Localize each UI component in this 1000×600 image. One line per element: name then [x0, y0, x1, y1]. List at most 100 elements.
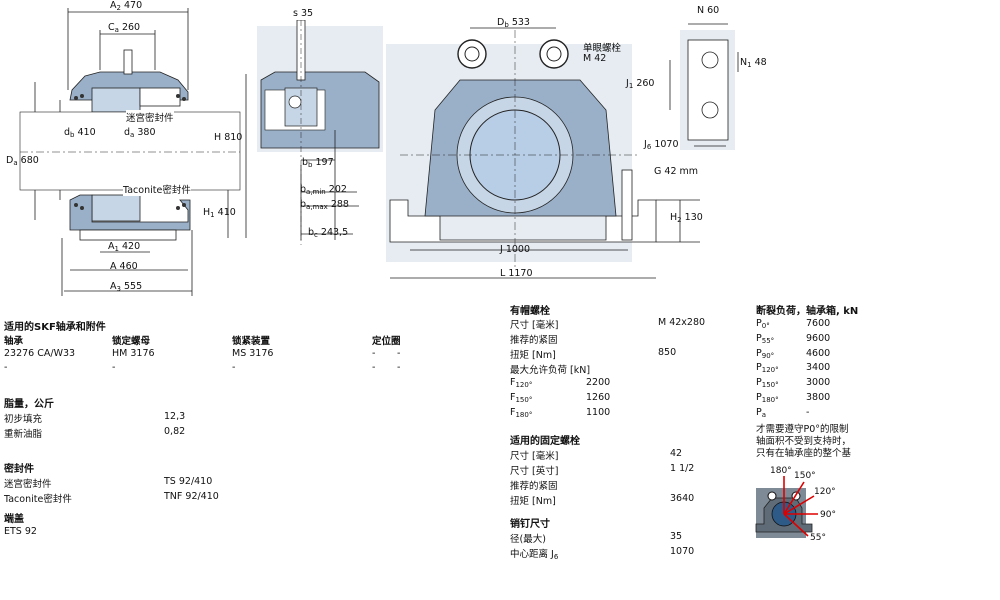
breaking-note-line: 只有在轴承座的整个基 [756, 448, 852, 459]
breaking-title: 断裂负荷，轴承箱, kN [756, 306, 859, 317]
dowel-title: 销钉尺寸 [510, 519, 550, 530]
parts-cell: - [232, 362, 236, 373]
fixbolts-label: 尺寸 [毫米] [510, 451, 559, 462]
breaking-load-value: 4600 [806, 347, 831, 359]
capbolts-title: 有帽螺栓 [510, 306, 550, 317]
angle-label-120: 120° [814, 487, 836, 497]
dim-h2: H2 130 [670, 212, 703, 224]
seal-value: TNF 92/410 [164, 491, 219, 502]
parts-cell: - [4, 362, 8, 373]
angle-label-55: 55° [810, 533, 826, 543]
dim-ba-min: ba,min 202 [300, 184, 347, 196]
parts-header-ring: 定位圈 [372, 336, 401, 347]
seal-label: 迷宫密封件 [4, 479, 52, 490]
endcover-value: ETS 92 [4, 526, 37, 537]
dim-da-outer: Da 680 [6, 155, 39, 167]
dim-j: J 1000 [500, 244, 531, 255]
parts-header-bearing: 轴承 [4, 336, 24, 347]
angle-label-180: 180° [770, 466, 792, 476]
fixbolts-torque-value: 3640 [670, 493, 695, 504]
eyebolt-label: 单眼螺栓 [583, 43, 622, 54]
dim-db: db 410 [64, 127, 96, 139]
breaking-load-value: 3000 [806, 377, 831, 389]
parts-header-locknut: 锁定螺母 [112, 336, 151, 347]
breaking-load-value: 7600 [806, 318, 831, 329]
dim-n: N 60 [697, 5, 720, 16]
dowel-label: 径(最大) [510, 534, 546, 545]
dim-da: da 380 [124, 127, 156, 139]
breaking-load-label: P120° [756, 362, 779, 375]
breaking-load-label: P90° [756, 347, 775, 360]
parts-cell: - [112, 362, 116, 373]
breaking-note-line: 才需要遵守P0°的限制 [756, 424, 849, 435]
breaking-load-value: 9600 [806, 332, 831, 344]
dim-n1: N1 48 [740, 57, 767, 69]
capbolts-torque-title: 推荐的紧固 [510, 335, 558, 346]
seal-value: TS 92/410 [164, 476, 213, 487]
capbolts-torque-value: 850 [658, 347, 677, 358]
capbolts-load-value: 2200 [586, 377, 611, 388]
capbolts-size-label: 尺寸 [毫米] [510, 320, 559, 331]
dim-a: A 460 [110, 261, 138, 272]
grease-value: 0,82 [164, 426, 186, 437]
grease-label: 初步填充 [4, 414, 43, 425]
dim-l: L 1170 [500, 268, 533, 279]
dowel-label: 中心距离 J6 [510, 549, 559, 561]
fixbolts-value: 42 [670, 448, 683, 459]
parts-cell: - [397, 362, 401, 373]
breaking-load-label: P55° [756, 332, 775, 345]
fixbolts-torque-label: 扭矩 [Nm] [510, 496, 556, 507]
taconite-seal-label: Taconite密封件 [123, 182, 191, 196]
angle-label-90: 90° [820, 510, 836, 520]
dim-a2: A2 470 [110, 0, 143, 12]
breaking-load-value: - [806, 406, 810, 418]
parts-cell: - [397, 348, 401, 359]
fixbolts-torque-title: 推荐的紧固 [510, 481, 558, 492]
dim-a1: A1 420 [108, 241, 141, 253]
grease-label: 重新油脂 [4, 429, 43, 440]
dim-h1: H1 410 [203, 207, 236, 219]
parts-title: 适用的SKF轴承和附件 [4, 322, 106, 333]
front-view-drawing [386, 27, 700, 279]
grease-title: 脂量，公斤 [4, 399, 54, 410]
dowel-value: 1070 [670, 546, 695, 557]
angle-label-150: 150° [794, 471, 816, 481]
breaking-load-label: P0° [756, 318, 770, 330]
dim-ca: Ca 260 [108, 22, 141, 34]
fixbolts-label: 尺寸 [英寸] [510, 466, 559, 477]
load-direction-diagram: 180° 150° 120° 90° 55° [755, 466, 836, 543]
dowel-value: 35 [670, 531, 683, 542]
dim-j1: J1 260 [626, 78, 655, 90]
dim-a3: A3 555 [110, 281, 143, 293]
eyebolt-size: M 42 [583, 53, 607, 64]
grease-value: 12,3 [164, 411, 186, 422]
dim-h: H 810 [214, 132, 243, 143]
capbolts-load-value: 1260 [586, 392, 611, 403]
breaking-load-label: P180° [756, 392, 779, 404]
fixbolts-value: 1 1/2 [670, 463, 695, 474]
fixbolts-title: 适用的固定螺栓 [510, 436, 580, 447]
endcover-title: 端盖 [4, 514, 24, 525]
top-detail-drawing [669, 23, 739, 150]
labyrinth-seal-label: 迷宫密封件 [126, 110, 174, 124]
parts-cell: - [372, 348, 376, 359]
capbolts-load-label: F150° [510, 392, 533, 404]
bearing-detail-drawing [257, 20, 383, 245]
dim-db-bore: Db 533 [497, 17, 530, 29]
capbolts-load-title: 最大允许负荷 [kN] [510, 365, 591, 376]
dim-ba-max: ba,max 288 [300, 199, 349, 211]
breaking-load-value: 3800 [806, 392, 831, 403]
parts-cell: - [372, 362, 376, 373]
breaking-load-label: P150° [756, 377, 779, 390]
capbolts-torque-label: 扭矩 [Nm] [510, 350, 556, 361]
dim-bb: bb 197 [302, 157, 334, 169]
parts-cell: HM 3176 [112, 348, 155, 359]
breaking-load-label: Pa [756, 406, 767, 419]
seals-title: 密封件 [4, 464, 34, 475]
seal-label: Taconite密封件 [4, 494, 72, 505]
breaking-note-line: 轴面积不受到支持时， [756, 436, 852, 447]
dim-j6: J6 1070 [644, 139, 679, 151]
capbolts-load-label: F120° [510, 377, 533, 389]
dim-bc: bc 243,5 [308, 227, 349, 239]
dim-s: s 35 [293, 8, 314, 19]
